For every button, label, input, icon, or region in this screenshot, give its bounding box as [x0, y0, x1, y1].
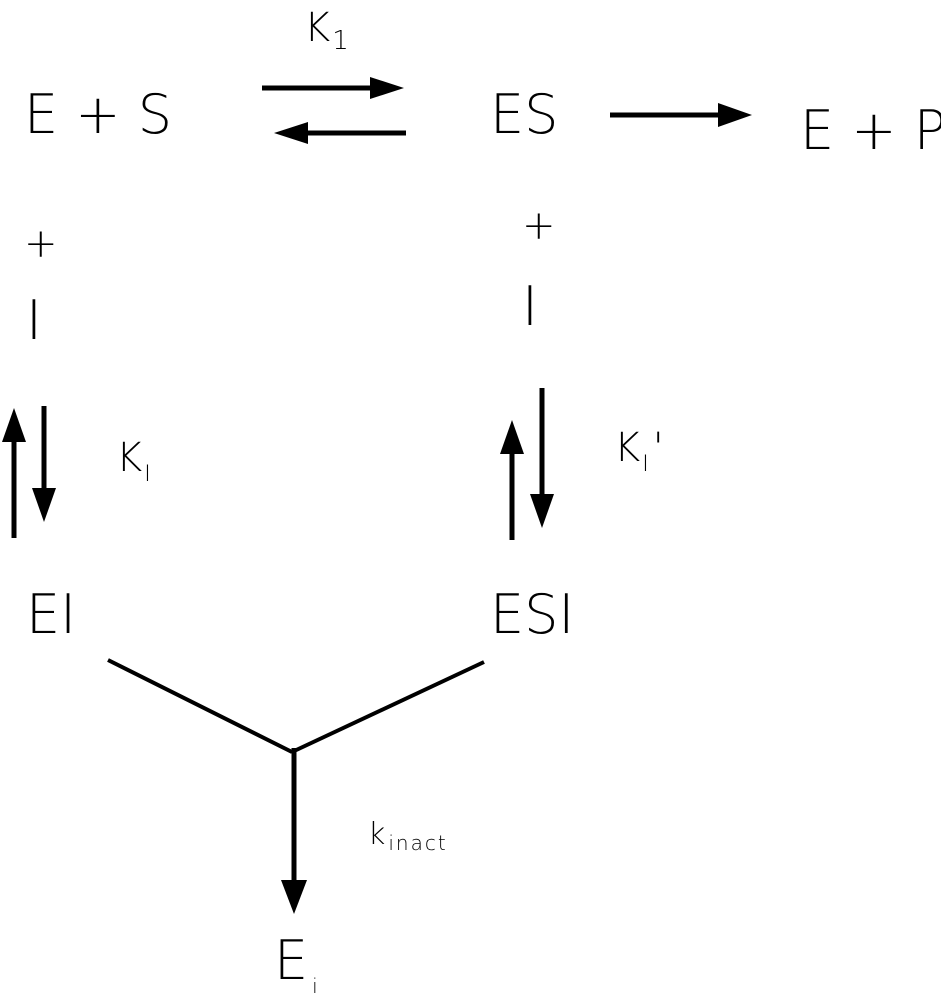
ki-prime-main: K	[614, 425, 641, 471]
ki-label: KI	[116, 435, 151, 486]
ki-subscript: I	[144, 462, 151, 487]
inactivation-arrows	[107, 658, 485, 914]
inactivated-enzyme-main: E	[274, 929, 309, 992]
species-es: ES	[490, 83, 559, 146]
ei-converge-line	[107, 658, 293, 754]
ki-prime-up-arrow-head	[500, 420, 524, 454]
complex-esi: ESI	[490, 583, 575, 646]
ki-prime-subscript: I	[642, 452, 649, 477]
kinact-main: k	[368, 817, 386, 852]
catalysis-arrow	[610, 103, 752, 127]
reverse-arrow-head	[274, 122, 308, 144]
equilibrium-k1-arrows	[262, 77, 406, 144]
left-inhibitor-plus: +	[24, 221, 58, 267]
ki-main: K	[116, 435, 143, 481]
kinact-arrow-head	[281, 880, 307, 914]
k1-main: K	[304, 5, 331, 51]
forward-arrow-head	[370, 77, 404, 99]
kinact-subscript: inact	[388, 831, 448, 855]
esi-converge-line	[291, 660, 485, 754]
equilibrium-ki-arrows	[2, 406, 56, 538]
ki-prime-label: KI'	[614, 425, 664, 476]
ki-down-arrow-head	[32, 488, 56, 522]
ki-prime-down-arrow-head	[530, 494, 554, 528]
catalysis-arrow-head	[718, 103, 752, 127]
complex-ei: EI	[26, 583, 77, 646]
ki-prime-mark: '	[652, 425, 664, 471]
species-e-plus-s: E + S	[24, 83, 172, 146]
right-inhibitor-i: I	[522, 275, 538, 338]
inactivated-enzyme-subscript: i	[312, 974, 318, 998]
ki-up-arrow-head	[2, 408, 26, 442]
k1-subscript: 1	[332, 26, 349, 56]
species-e-plus-p: E + P	[800, 99, 941, 162]
k1-label: K1	[304, 5, 349, 54]
equilibrium-ki-prime-arrows	[500, 388, 554, 540]
right-inhibitor-plus: +	[522, 203, 556, 249]
left-inhibitor-i: I	[26, 289, 42, 352]
